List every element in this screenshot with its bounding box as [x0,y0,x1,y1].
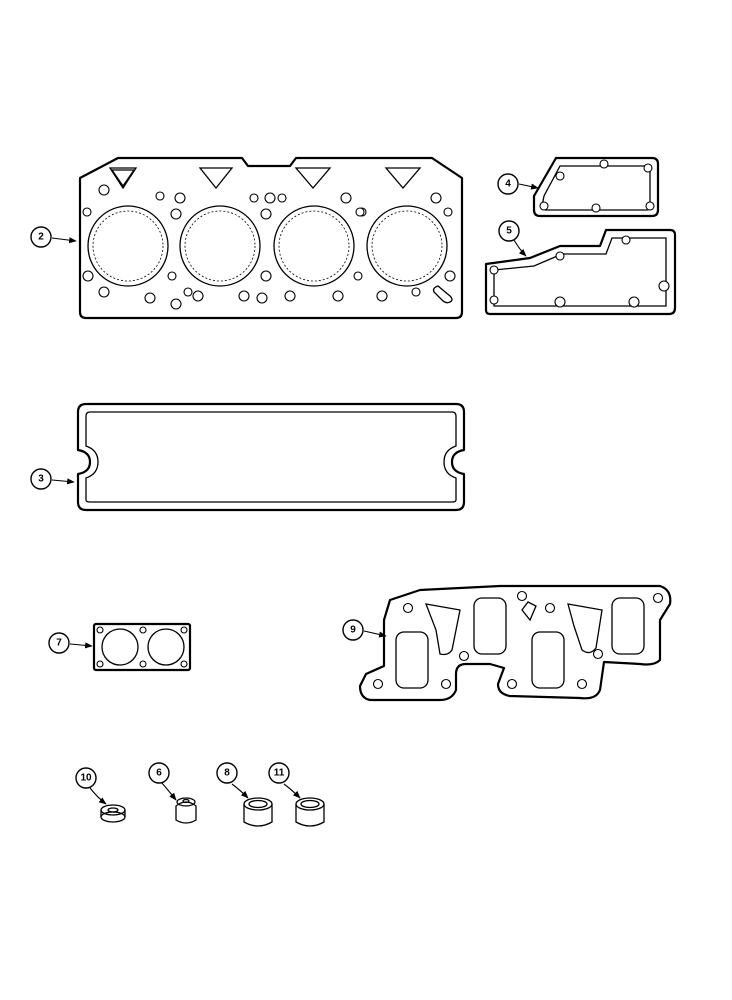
valve-stem-cap [175,797,197,824]
manifold-gasket [358,584,672,702]
callout-7-label: 7 [56,638,62,649]
callout-3: 3 [30,468,75,490]
callout-11: 11 [268,762,301,799]
callout-4-label: 4 [505,179,511,190]
callout-10: 10 [75,767,107,805]
callout-8: 8 [216,762,249,799]
callout-4: 4 [497,173,539,195]
rocker-cover-gasket [76,402,466,512]
callout-2-label: 2 [38,232,44,243]
callout-8-label: 8 [224,768,230,779]
cylinder-head-gasket [78,156,464,320]
callout-5-label: 5 [506,226,512,237]
callout-7: 7 [48,632,93,654]
callout-11-label: 11 [274,768,285,779]
sealing-sleeve-11 [295,797,325,827]
sealing-sleeve-8 [243,797,273,827]
cover-plate-gasket-large [484,228,677,316]
callout-9-label: 9 [350,625,356,636]
callout-10-label: 10 [80,773,92,784]
valve-stem-seal-small [100,804,126,823]
callout-6: 6 [148,762,177,801]
callout-3-label: 3 [38,474,44,485]
callout-5: 5 [498,220,527,257]
cover-plate-gasket-small [532,156,660,218]
two-port-flange-gasket [92,622,192,672]
callout-9: 9 [342,619,387,641]
callout-6-label: 6 [156,768,162,779]
callout-2: 2 [30,226,77,248]
